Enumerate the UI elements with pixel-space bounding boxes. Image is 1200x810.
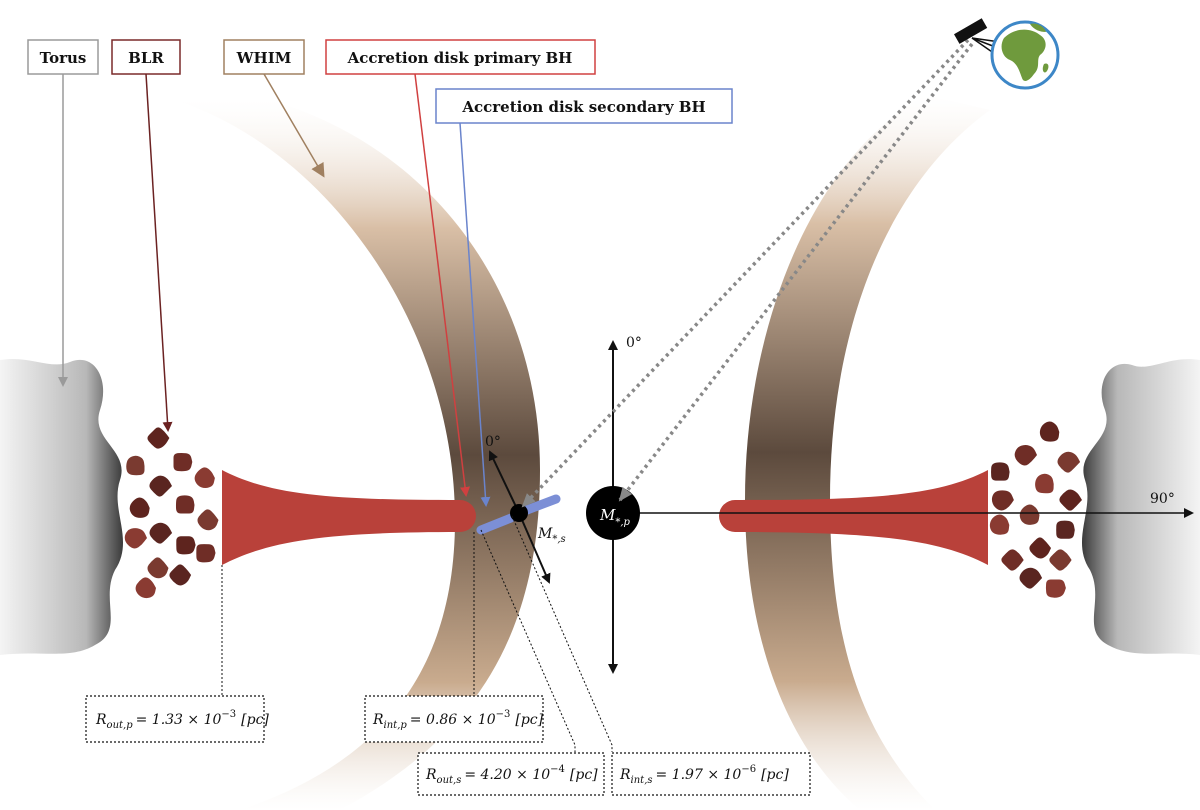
accretion-disk-secondary-lower [476, 513, 516, 535]
blr-cloud [1045, 579, 1066, 598]
r-int-s-leader [511, 515, 613, 752]
blr-cloud [1001, 549, 1024, 571]
blr-cloud [129, 497, 150, 518]
blr-cloud [147, 557, 169, 579]
svg-text:Accretion disk primary BH: Accretion disk primary BH [347, 49, 573, 67]
disk-secondary-label-box: Accretion disk secondary BH [435, 88, 733, 124]
accretion-disk-secondary-upper [522, 494, 561, 515]
blr-label-box: BLR [111, 39, 181, 75]
r-out-p-box: Rout,p= 1.33 × 10−3[pc] [85, 695, 269, 743]
secondary-angle-label: 0° [485, 434, 501, 450]
torus-left [0, 358, 124, 655]
svg-text:Rint,p= 0.86 × 10−3[pc]: Rint,p= 0.86 × 10−3[pc] [372, 709, 544, 731]
blr-cloud [1049, 549, 1072, 571]
svg-text:Rout,p= 1.33 × 10−3[pc]: Rout,p= 1.33 × 10−3[pc] [95, 709, 269, 731]
blr-cloud [991, 490, 1014, 511]
blr-cloud [173, 452, 193, 472]
blr-cloud [149, 475, 172, 497]
blr-cloud [1019, 504, 1040, 525]
svg-text:Rout,s= 4.20 × 10−4[pc]: Rout,s= 4.20 × 10−4[pc] [425, 764, 598, 786]
blr-cloud [126, 455, 145, 476]
whim-band-right [745, 95, 990, 810]
line-of-sight-secondary [521, 38, 970, 508]
blr-clouds-left [124, 427, 219, 599]
blr-cloud [175, 495, 195, 514]
earth-icon [990, 20, 1060, 90]
blr-cloud [1039, 421, 1060, 442]
disk-primary-label-box: Accretion disk primary BH [325, 39, 596, 75]
secondary-mass-label: M*,s [537, 526, 566, 545]
blr-cloud [135, 577, 156, 599]
svg-text:BLR: BLR [128, 49, 164, 67]
blr-cloud [169, 564, 192, 586]
blr-clouds-right [989, 421, 1082, 598]
primary-mass-label: M*,p [599, 506, 631, 528]
accretion-disk-primary-right [719, 470, 988, 565]
disk-primary-pointer-arrow [414, 73, 471, 497]
disk-secondary-pointer-arrow [459, 122, 491, 507]
blr-pointer-arrow [145, 73, 173, 432]
blr-cloud [149, 522, 173, 544]
svg-text:Rint,s= 1.97 × 10−6[pc]: Rint,s= 1.97 × 10−6[pc] [619, 764, 789, 786]
r-int-p-box: Rint,p= 0.86 × 10−3[pc] [364, 695, 544, 743]
r-out-s-box: Rout,s= 4.20 × 10−4[pc] [417, 752, 605, 796]
blr-cloud [176, 536, 196, 555]
svg-text:Accretion disk secondary BH: Accretion disk secondary BH [461, 98, 705, 116]
whim-label-box: WHIM [223, 39, 305, 75]
blr-cloud [989, 514, 1010, 535]
blr-cloud [1035, 473, 1054, 494]
accretion-disk-primary-left [222, 470, 476, 565]
blr-cloud [124, 528, 147, 549]
whim-band-left [175, 100, 540, 810]
blr-cloud [1057, 451, 1081, 473]
blr-cloud [1019, 567, 1043, 589]
primary-angle-top: 0° [626, 335, 642, 351]
line-of-sight-primary [618, 42, 974, 502]
blr-cloud [196, 544, 216, 563]
primary-angle-right: 90° [1150, 491, 1175, 507]
torus-label-box: Torus [27, 39, 99, 75]
blr-cloud [194, 467, 215, 489]
blr-cloud [1014, 445, 1037, 466]
secondary-black-hole [510, 504, 528, 522]
svg-text:Torus: Torus [40, 49, 87, 67]
r-int-s-box: Rint,s= 1.97 × 10−6[pc] [611, 752, 811, 796]
blr-cloud [147, 427, 170, 449]
torus-right [1081, 359, 1200, 655]
blr-cloud [991, 462, 1010, 481]
blr-cloud [1029, 537, 1051, 559]
blr-cloud [1059, 489, 1082, 511]
whim-pointer-arrow [263, 73, 325, 178]
blr-cloud [1056, 520, 1075, 539]
blr-cloud [197, 509, 219, 531]
secondary-axis-down-arrow [518, 512, 551, 584]
secondary-axis-up-arrow [488, 450, 520, 514]
svg-text:WHIM: WHIM [236, 49, 292, 67]
